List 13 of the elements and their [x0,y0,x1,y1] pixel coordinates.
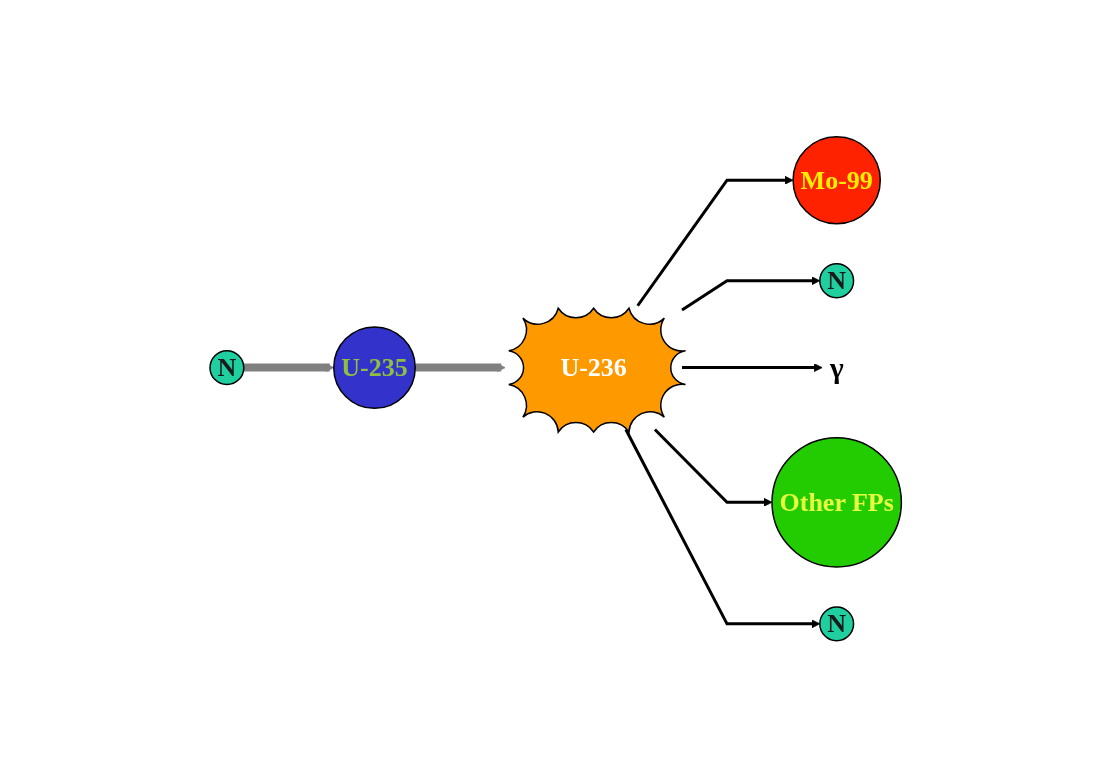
arrow [636,175,794,307]
arrow [681,276,820,312]
node-circle: Other FPs [771,436,902,568]
arrow [243,363,334,372]
arrow [681,363,823,372]
arrow [624,428,820,629]
node-circle: N [818,263,855,299]
node-circle: N [818,606,855,642]
arrow [415,363,506,372]
node-text: γ [829,351,844,385]
node-circle: Mo-99 [792,135,881,225]
node-circle: N [209,350,245,386]
node-circle: U-235 [332,326,416,410]
